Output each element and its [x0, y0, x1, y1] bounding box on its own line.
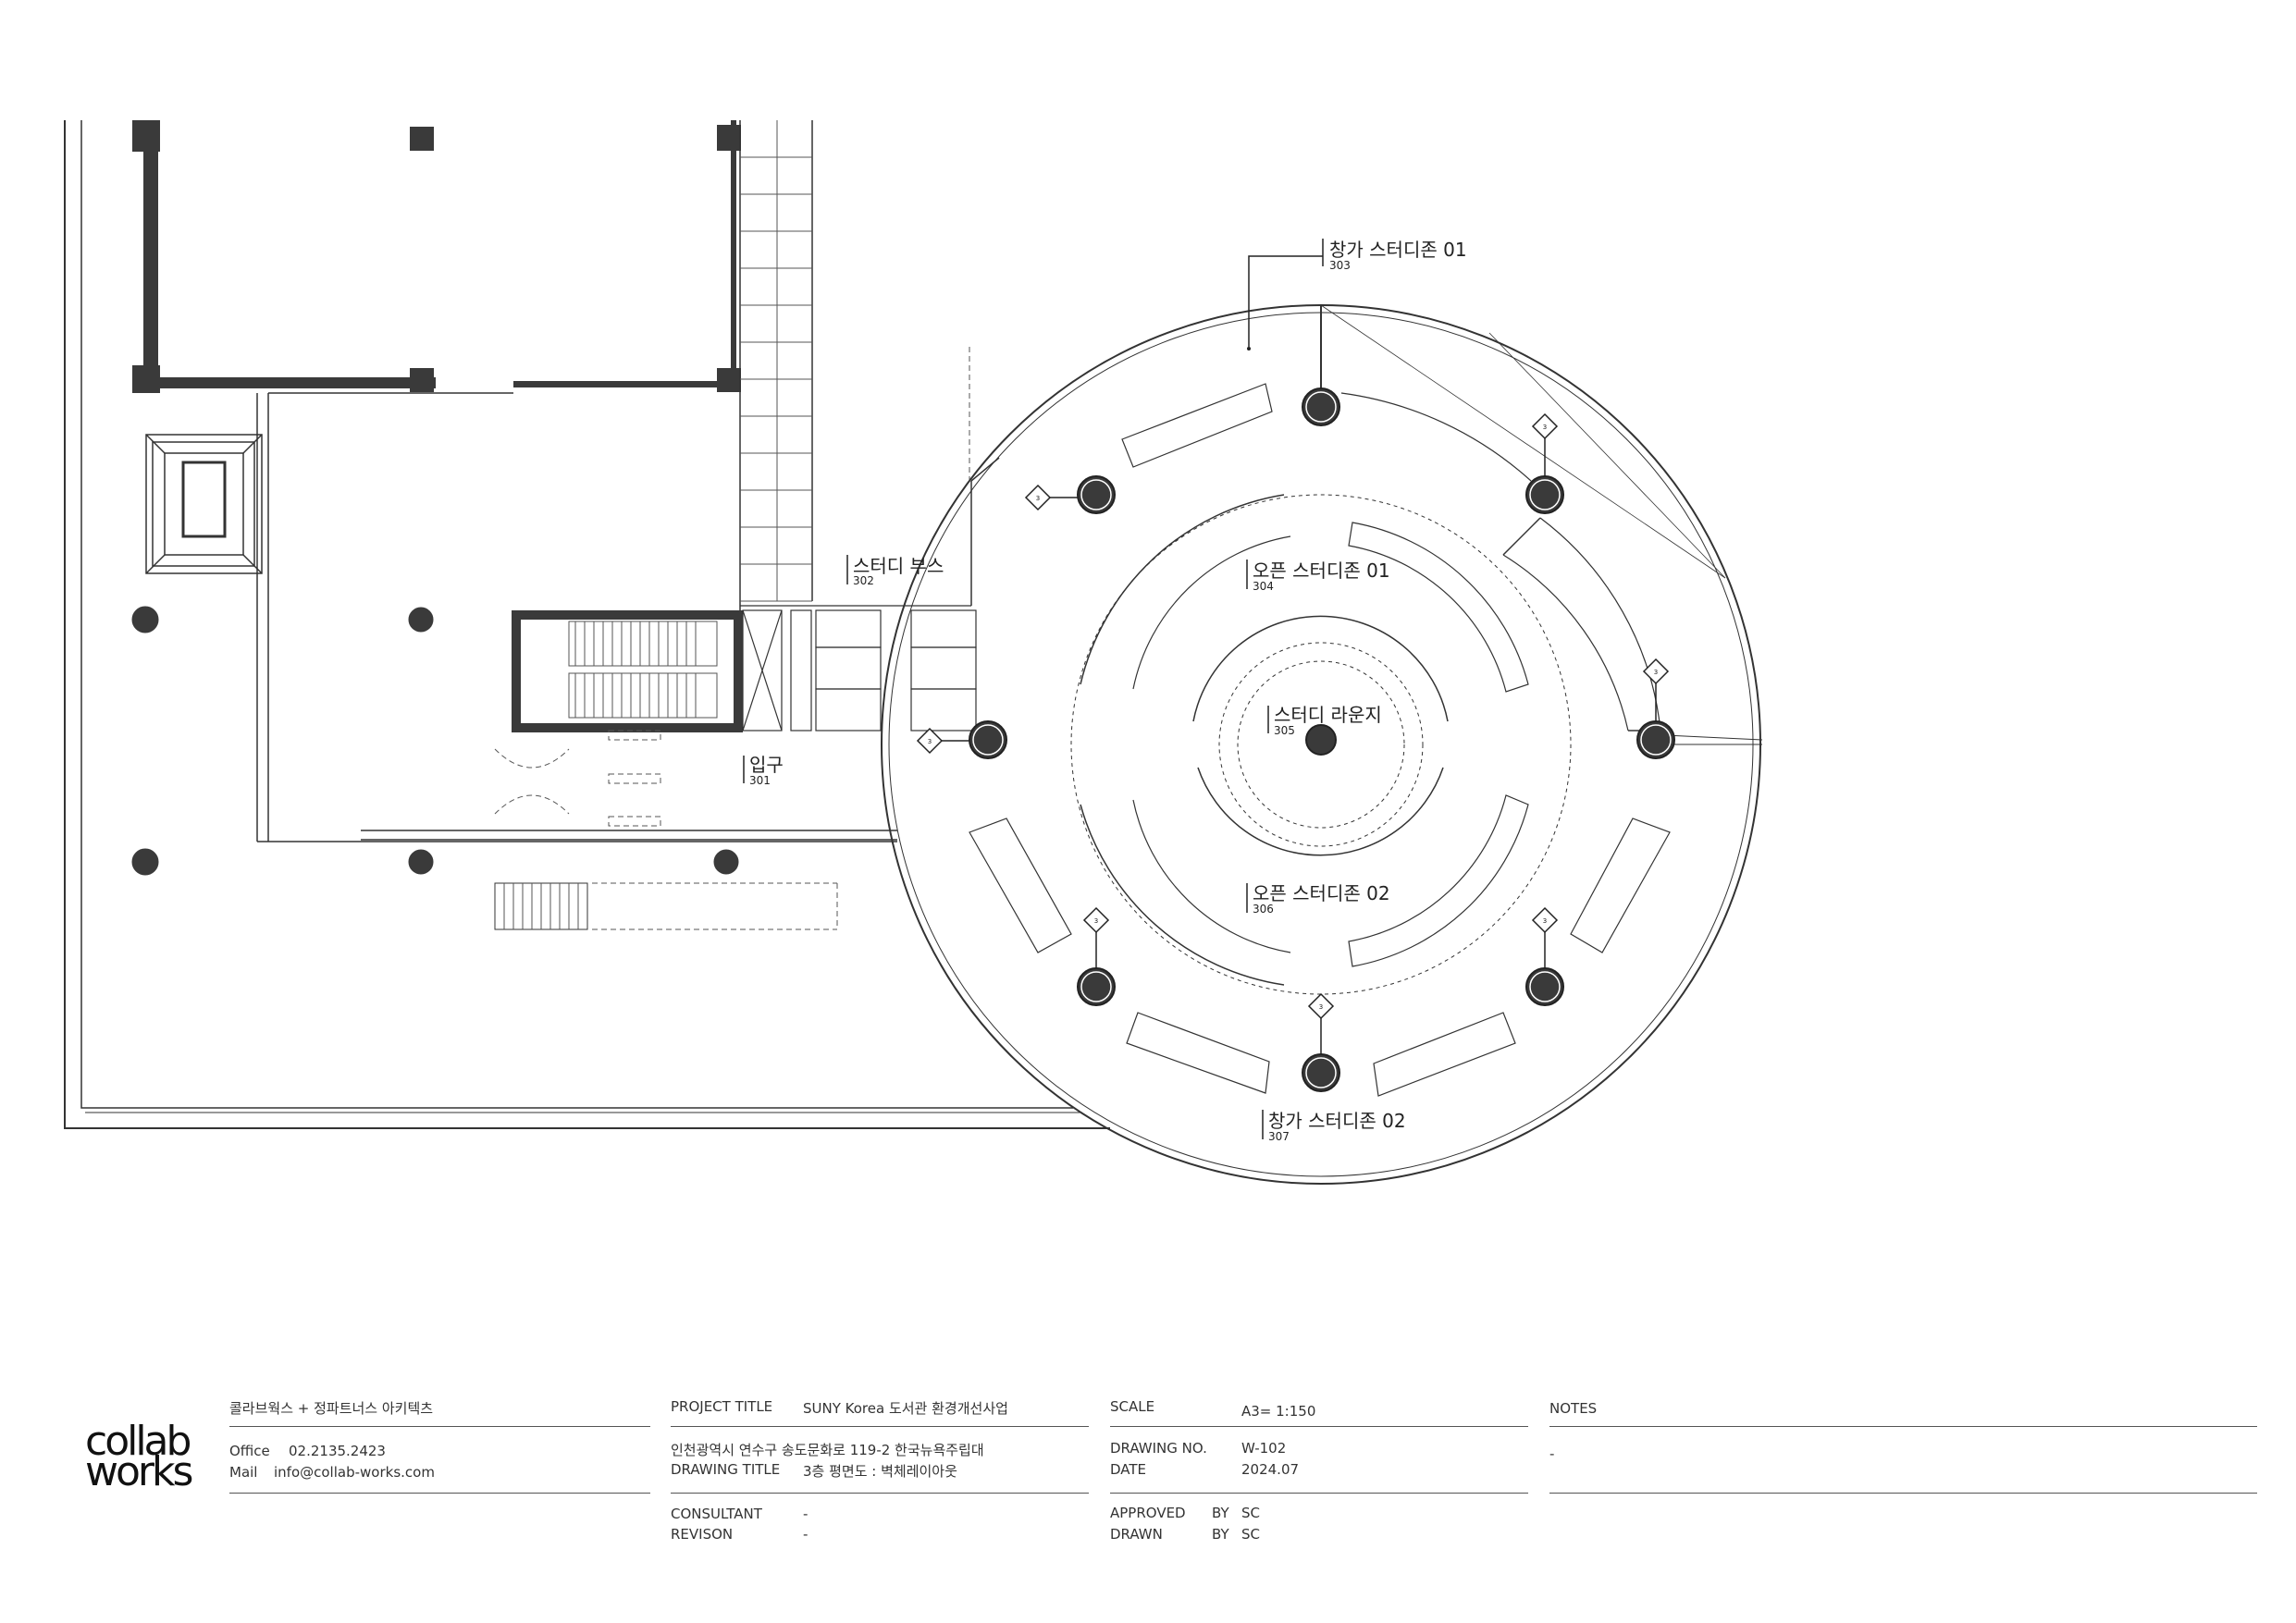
- elevation-tag-number: 3: [1036, 495, 1040, 502]
- room-number-302: 302: [853, 574, 874, 587]
- project-address: 인천광역시 연수구 송도문화로 119-2 한국뉴욕주립대: [671, 1442, 984, 1458]
- room-number-301: 301: [749, 774, 771, 787]
- project-title-label: PROJECT TITLE: [671, 1398, 773, 1415]
- drawing-title-value: 3층 평면도 : 벽체레이아웃: [803, 1463, 957, 1480]
- drawn-label: DRAWN: [1110, 1526, 1163, 1543]
- date-value: 2024.07: [1241, 1461, 1300, 1478]
- drawing-no-value: W-102: [1241, 1440, 1287, 1457]
- drawing-title-label: DRAWING TITLE: [671, 1461, 781, 1478]
- revision-value: -: [803, 1526, 809, 1543]
- elevation-tag-number: 3: [1543, 424, 1547, 431]
- consultant-label: CONSULTANT: [671, 1506, 762, 1522]
- notes-value: -: [1549, 1445, 1555, 1462]
- scale-label: SCALE: [1110, 1398, 1155, 1415]
- room-label-302: 스터디 부스: [853, 555, 944, 577]
- office-phone: 02.2135.2423: [289, 1443, 386, 1459]
- project-title-value: SUNY Korea 도서관 환경개선사업: [803, 1400, 1008, 1417]
- elevation-tag: [916, 727, 944, 755]
- room-number-305: 305: [1274, 724, 1295, 737]
- room-number-306: 306: [1253, 903, 1274, 916]
- mail-address: info@collab-works.com: [274, 1464, 435, 1481]
- revision-label: REVISON: [671, 1526, 734, 1543]
- consultant-value: -: [803, 1506, 809, 1522]
- elevation-tag-number: 3: [928, 738, 932, 745]
- company-logo: collab works: [85, 1418, 193, 1495]
- mail-label: Mail: [229, 1464, 258, 1481]
- floor-plan: 3 3 3 3 3 3 3 창가 스터디존 01 303 스터디 부스 302 …: [64, 120, 1763, 1185]
- room-number-303: 303: [1329, 259, 1351, 272]
- room-label-307: 창가 스터디존 02: [1268, 1110, 1406, 1132]
- room-number-307: 307: [1268, 1130, 1290, 1143]
- elevation-tag-number: 3: [1094, 917, 1098, 925]
- logo-line-2: works: [85, 1448, 193, 1495]
- room-label-303: 창가 스터디존 01: [1329, 239, 1467, 261]
- room-label-305: 스터디 라운지: [1274, 704, 1382, 726]
- elevation-tag-number: 3: [1543, 917, 1547, 925]
- room-label-306: 오픈 스터디존 02: [1253, 882, 1390, 904]
- logo-line-1: collab: [85, 1418, 191, 1465]
- approved-by: BY: [1212, 1505, 1229, 1521]
- firm-name: 콜라브웍스 + 정파트너스 아키텍츠: [229, 1400, 434, 1417]
- elevation-tag-number: 3: [1654, 669, 1658, 676]
- elevation-tag-number: 3: [1319, 1003, 1323, 1011]
- date-label: DATE: [1110, 1461, 1147, 1478]
- elevation-tag: [1024, 484, 1052, 511]
- room-number-304: 304: [1253, 580, 1274, 593]
- notes-label: NOTES: [1549, 1400, 1598, 1417]
- room-label-304: 오픈 스터디존 01: [1253, 559, 1390, 582]
- scale-value: A3= 1:150: [1241, 1403, 1316, 1420]
- office-label: Office: [229, 1443, 270, 1459]
- room-label-301: 입구: [749, 754, 784, 776]
- approved-label: APPROVED: [1110, 1505, 1186, 1521]
- drawn-value: SC: [1241, 1526, 1260, 1543]
- title-block: collab works 콜라브웍스 + 정파트너스 아키텍츠 Office 0…: [0, 1378, 2296, 1623]
- approved-value: SC: [1241, 1505, 1260, 1521]
- drawn-by: BY: [1212, 1526, 1229, 1543]
- drawing-no-label: DRAWING NO.: [1110, 1440, 1207, 1457]
